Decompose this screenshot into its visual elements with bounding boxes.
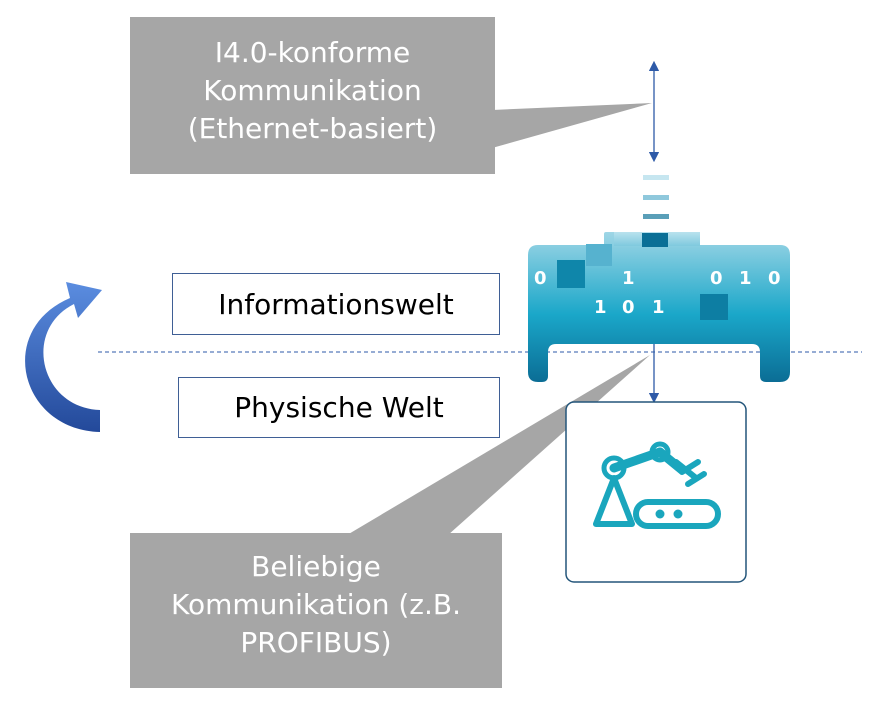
curved-arrow-icon	[25, 282, 102, 432]
gateway-bit: 1	[594, 297, 607, 318]
information-world-label: Informationswelt	[172, 273, 500, 335]
robot-arm-conveyor-icon	[593, 441, 721, 529]
gateway-bit: 1	[622, 268, 635, 289]
gateway-device	[528, 232, 790, 382]
callout-bottom-line-1: Beliebige	[251, 550, 381, 583]
signal-dashes	[643, 175, 669, 219]
callout-bottom-line-2: Kommunikation (z.B.	[171, 588, 461, 621]
gateway-bit: 0	[768, 268, 781, 289]
callout-top-text: I4.0-konforme Kommunikation (Ethernet-ba…	[130, 34, 495, 148]
gateway-bit: 1	[652, 297, 665, 318]
gateway-bit: 1	[739, 268, 752, 289]
field-device-box	[565, 401, 747, 583]
physical-world-label: Physische Welt	[178, 377, 500, 438]
callout-top-line-2: Kommunikation	[203, 74, 422, 107]
gateway-bit: 0	[622, 297, 635, 318]
callout-top-shape	[130, 17, 652, 174]
gateway-bit: 0	[534, 268, 547, 289]
gateway-bit: 0	[710, 268, 723, 289]
callout-bottom-shape	[130, 355, 650, 688]
callout-bottom-line-3: PROFIBUS)	[240, 626, 392, 659]
callout-top-line-3: (Ethernet-basiert)	[187, 112, 438, 145]
callout-bottom-text: Beliebige Kommunikation (z.B. PROFIBUS)	[130, 548, 502, 662]
callout-top-line-1: I4.0-konforme	[214, 36, 411, 69]
